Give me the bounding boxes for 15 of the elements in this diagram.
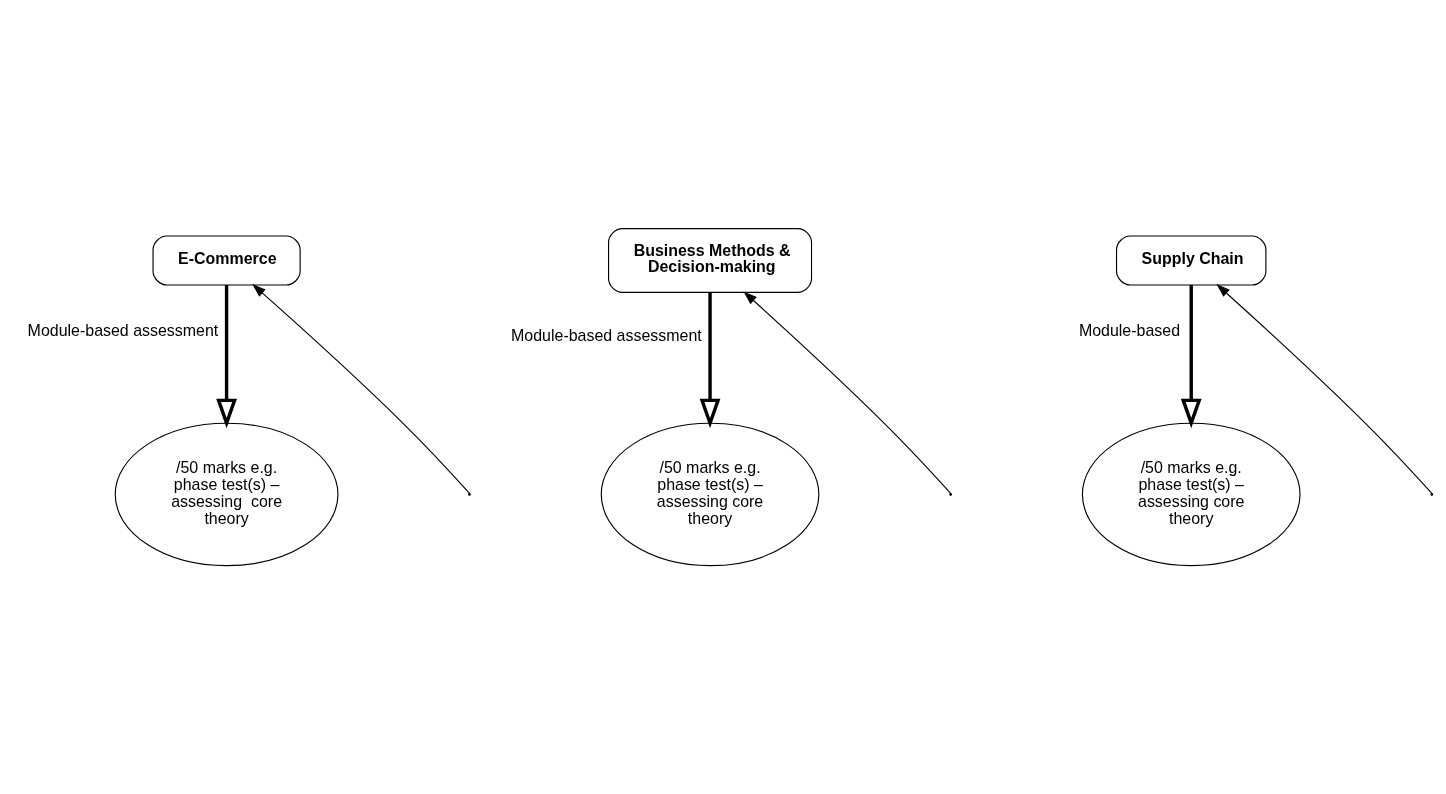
node-ellipse: /50 marks e.g. phase test(s) – assessing core theory [600,422,820,567]
edge-label: Module-based [1078,322,1181,340]
node-ellipse: /50 marks e.g. phase test(s) – assessing core theory [114,422,339,567]
arrow [252,284,470,494]
node-box: E-Commerce [152,235,301,286]
node-ellipse: /50 marks e.g. phase test(s) – assessing core theory [1081,422,1301,567]
arrow [1180,285,1202,429]
arrow [1216,284,1433,494]
arrow [216,285,237,429]
node-box: Business Methods & Decision-making [608,228,813,293]
edge-label: Module-based assessment [511,326,702,344]
arrow [699,292,721,429]
edge-label: Module-based assessment [27,322,219,340]
node-box: Supply Chain [1115,235,1267,286]
arrow [743,291,952,494]
